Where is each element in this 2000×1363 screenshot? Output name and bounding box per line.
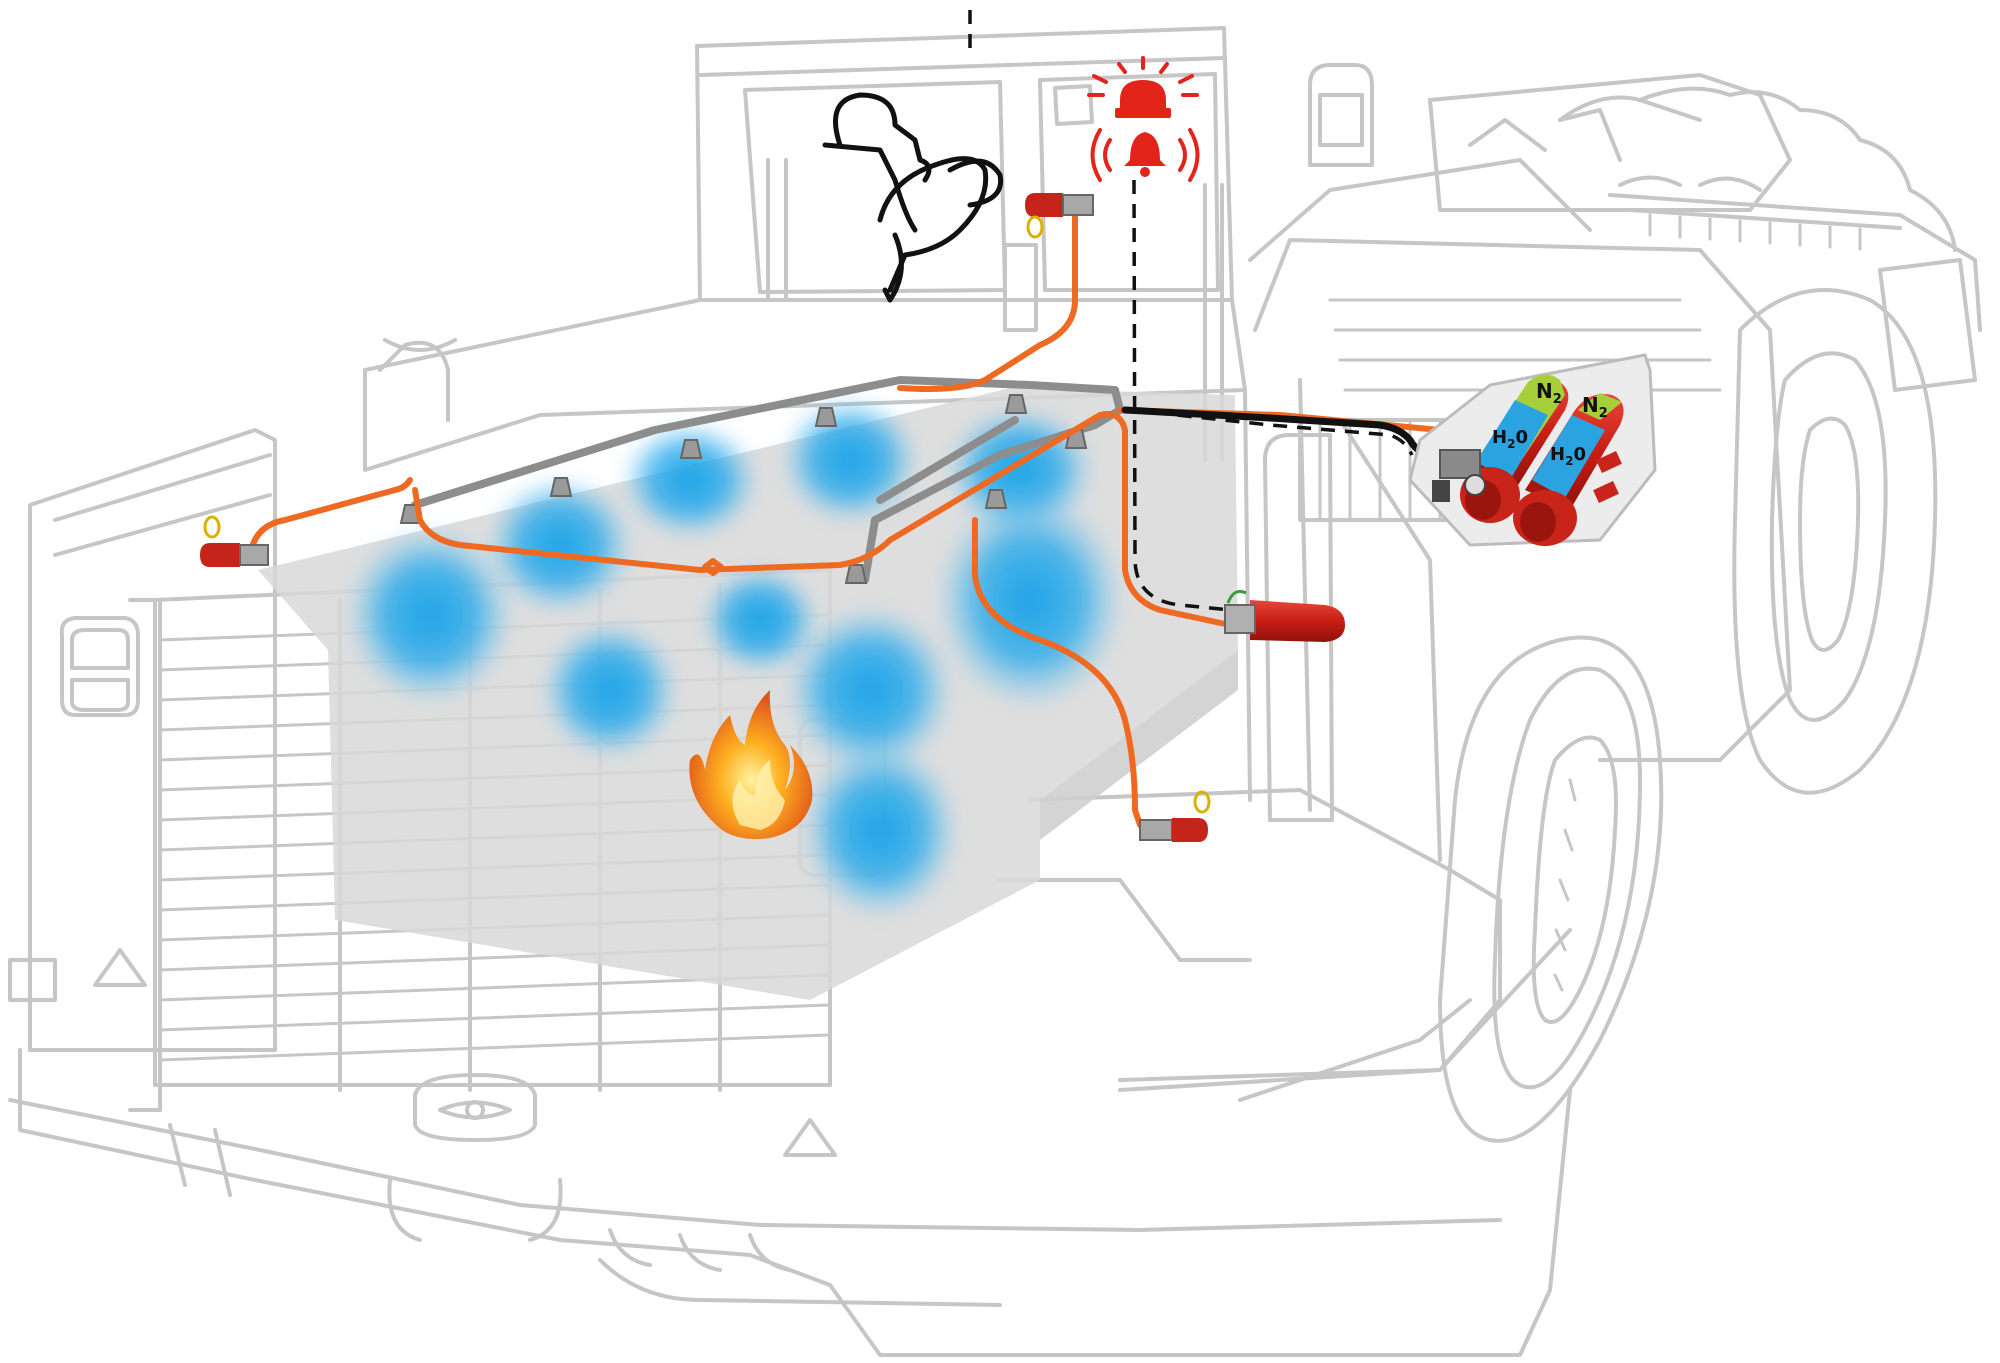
manual-actuator-icon — [200, 193, 1211, 842]
cylinder-2 — [1513, 393, 1624, 546]
suppression-cylinders: N2 H20 N2 H20 — [1408, 353, 1657, 547]
vehicle-outline-icon — [8, 26, 1982, 1357]
front-wheel — [1438, 635, 1664, 1143]
tow-hitch — [387, 1073, 563, 1242]
cylinder-2-n2-label: N2 — [1582, 393, 1608, 421]
nozzle-icon — [399, 394, 1088, 584]
fire-icon — [689, 690, 813, 839]
alarm-beacon-icon — [1087, 56, 1200, 182]
nozzle-manifold — [399, 376, 1124, 584]
cylinder-1-h2o-label: H20 — [1492, 427, 1528, 451]
cylinder-1-n2-label: N2 — [1536, 379, 1562, 407]
cylinder-valves — [1432, 449, 1622, 503]
water-mist — [345, 395, 1125, 920]
rear-wheel — [1732, 288, 1938, 795]
extinguisher-cylinder-icon — [1224, 589, 1345, 642]
operator-icon — [822, 92, 1004, 303]
cylinder-2-h2o-label: H20 — [1550, 444, 1586, 468]
